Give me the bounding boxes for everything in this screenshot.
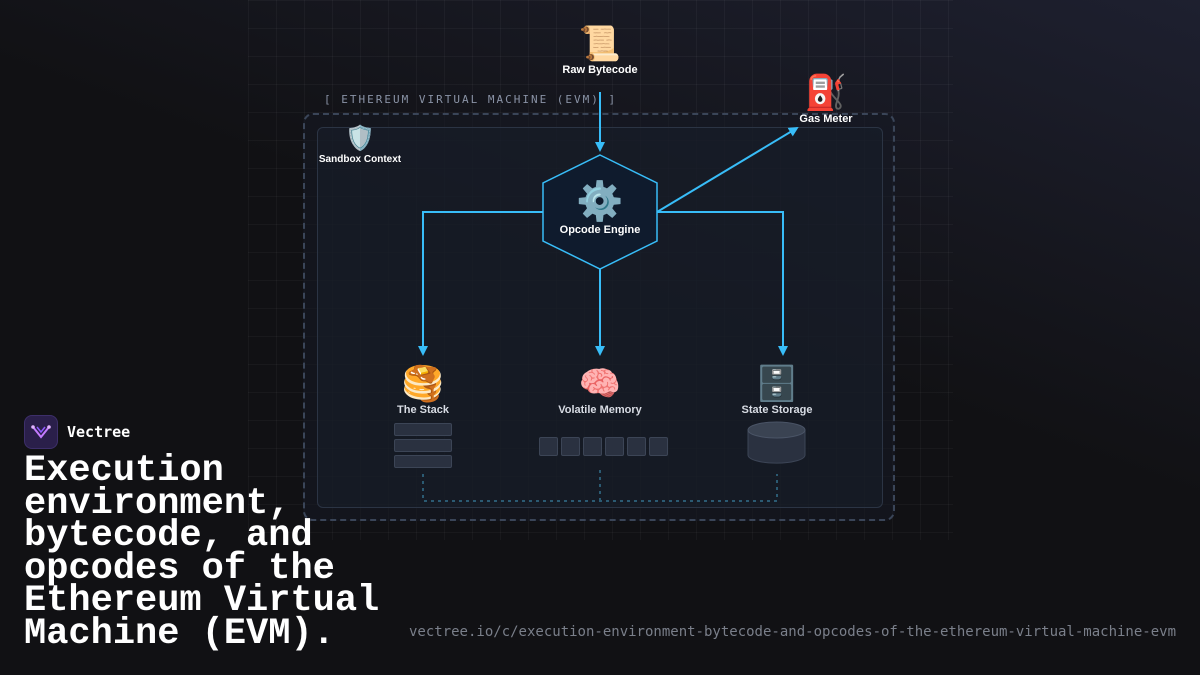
page-title: Execution environment, bytecode, and opc… bbox=[24, 450, 380, 655]
memory-cell bbox=[539, 437, 558, 456]
brand: Vectree bbox=[24, 415, 130, 449]
vectree-logo-icon bbox=[24, 415, 58, 449]
brain-icon: 🧠 bbox=[578, 365, 622, 403]
gas-meter-node: ⛽ Gas Meter bbox=[799, 73, 852, 125]
stack-visual bbox=[394, 423, 452, 471]
sandbox-context-node: 🛡️ Sandbox Context bbox=[319, 124, 401, 165]
raw-bytecode-node: 📜 Raw Bytecode bbox=[562, 24, 637, 76]
opcode-engine-label: Opcode Engine bbox=[559, 224, 641, 236]
stack-slot bbox=[394, 439, 452, 452]
raw-bytecode-label: Raw Bytecode bbox=[562, 64, 638, 76]
memory-cell bbox=[605, 437, 624, 456]
arrow-engine-to-stack bbox=[418, 211, 543, 356]
stack-node: 🥞 The Stack bbox=[397, 364, 449, 416]
file-cabinet-icon: 🗄️ bbox=[755, 365, 799, 403]
stack-slot bbox=[394, 423, 452, 436]
pancakes-icon: 🥞 bbox=[401, 365, 445, 403]
opcode-engine-node: ⚙️ Opcode Engine bbox=[560, 180, 641, 236]
memory-cell bbox=[649, 437, 668, 456]
fuel-pump-icon: ⛽ bbox=[804, 74, 848, 112]
memory-label: Volatile Memory bbox=[558, 404, 642, 416]
arrow-engine-to-gas-meter bbox=[656, 126, 799, 213]
gear-icon: ⚙️ bbox=[576, 181, 624, 223]
stack-slot bbox=[394, 455, 452, 468]
source-url[interactable]: vectree.io/c/execution-environment-bytec… bbox=[408, 624, 1176, 640]
memory-cell bbox=[583, 437, 602, 456]
brand-name: Vectree bbox=[67, 423, 131, 441]
opcode-engine-hexagon bbox=[542, 154, 658, 270]
memory-visual bbox=[539, 437, 668, 456]
storage-node: 🗄️ State Storage bbox=[742, 364, 813, 416]
memory-node: 🧠 Volatile Memory bbox=[558, 364, 642, 416]
memory-cell bbox=[627, 437, 646, 456]
shield-icon: 🛡️ bbox=[345, 125, 375, 152]
storage-cylinder bbox=[747, 421, 806, 464]
memory-cell bbox=[561, 437, 580, 456]
stack-label: The Stack bbox=[397, 404, 449, 416]
evm-container-label: [ ETHEREUM VIRTUAL MACHINE (EVM) ] bbox=[324, 93, 618, 106]
scroll-icon: 📜 bbox=[578, 25, 622, 63]
sandbox-context-label: Sandbox Context bbox=[318, 154, 402, 165]
gas-meter-label: Gas Meter bbox=[799, 113, 853, 125]
storage-label: State Storage bbox=[741, 404, 813, 416]
arrow-engine-to-storage bbox=[657, 211, 788, 356]
